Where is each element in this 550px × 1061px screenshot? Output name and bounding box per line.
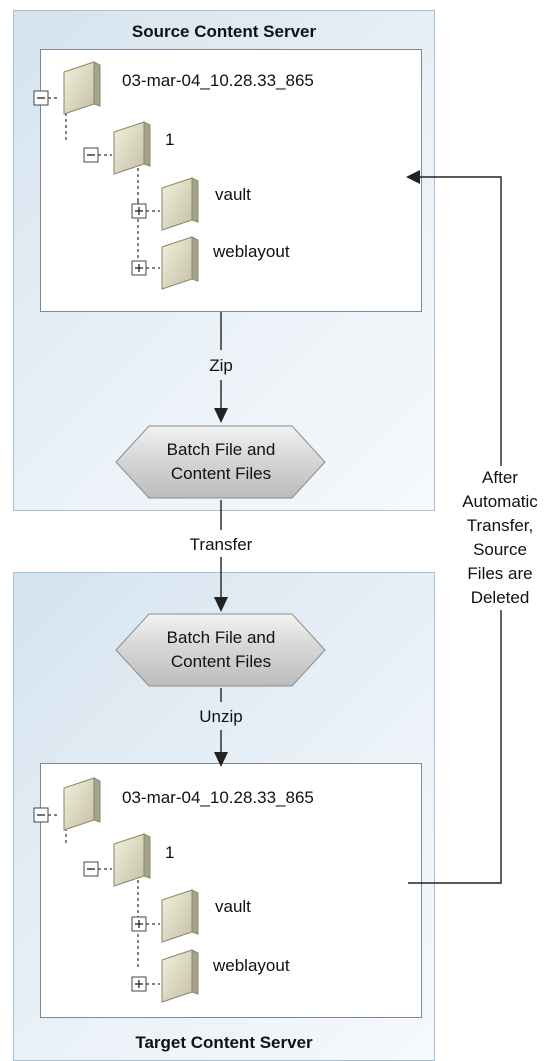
arrowheads	[214, 170, 420, 767]
source-server-title: Source Content Server	[131, 22, 317, 41]
note-line: Deleted	[470, 588, 530, 607]
folder-icon	[63, 61, 101, 115]
folder-icon	[63, 777, 101, 831]
zip-label: Zip	[209, 356, 233, 375]
target-server-panel: Target Content Server	[13, 572, 435, 1061]
expand-icon[interactable]	[131, 916, 147, 932]
note-line: Files are	[467, 564, 533, 583]
collapse-icon[interactable]	[33, 90, 49, 106]
collapse-icon[interactable]	[33, 807, 49, 823]
source-batch-hexagon	[115, 425, 326, 499]
collapse-icon[interactable]	[83, 147, 99, 163]
tree-node-label: 1	[165, 843, 175, 862]
arrow-left-icon	[406, 170, 420, 184]
note-line: Automatic	[462, 492, 538, 511]
expand-icon[interactable]	[131, 203, 147, 219]
arrow-down-icon	[214, 597, 228, 612]
folder-icon	[161, 889, 199, 943]
expand-icon[interactable]	[131, 976, 147, 992]
folder-icon	[161, 949, 199, 1003]
transfer-label: Transfer	[189, 535, 253, 554]
arrow-down-icon	[214, 408, 228, 423]
batch-line: Content Files	[170, 652, 272, 671]
folder-icon	[113, 121, 151, 175]
batch-line: Batch File and	[166, 628, 276, 647]
arrow-down-icon	[214, 752, 228, 767]
tree-node-label: vault	[215, 185, 251, 204]
source-tree-lines	[48, 97, 160, 269]
note-line: After	[482, 468, 518, 487]
tree-node-label: 03-mar-04_10.28.33_865	[122, 788, 314, 807]
collapse-icon[interactable]	[83, 861, 99, 877]
note-line: Transfer,	[466, 516, 534, 535]
tree-node-label: 03-mar-04_10.28.33_865	[122, 71, 314, 90]
target-tree-box	[40, 763, 422, 1018]
target-server-title: Target Content Server	[135, 1033, 313, 1052]
note-line: Source	[473, 540, 527, 559]
batch-line: Batch File and	[166, 440, 276, 459]
tree-node-label: 1	[165, 130, 175, 149]
expand-icon[interactable]	[131, 260, 147, 276]
target-batch-label: Batch File and Content Files	[126, 626, 316, 674]
folder-icon	[113, 833, 151, 887]
unzip-label: Unzip	[199, 707, 243, 726]
tree-node-label: vault	[215, 897, 251, 916]
tree-node-label: weblayout	[213, 956, 290, 975]
folder-icon	[161, 177, 199, 231]
folder-icon	[161, 236, 199, 290]
return-path-note: After Automatic Transfer, Source Files a…	[450, 466, 550, 610]
source-tree-box	[40, 49, 422, 312]
source-batch-label: Batch File and Content Files	[126, 438, 316, 486]
tree-node-label: weblayout	[213, 242, 290, 261]
batch-line: Content Files	[170, 464, 272, 483]
target-batch-hexagon	[115, 613, 326, 687]
